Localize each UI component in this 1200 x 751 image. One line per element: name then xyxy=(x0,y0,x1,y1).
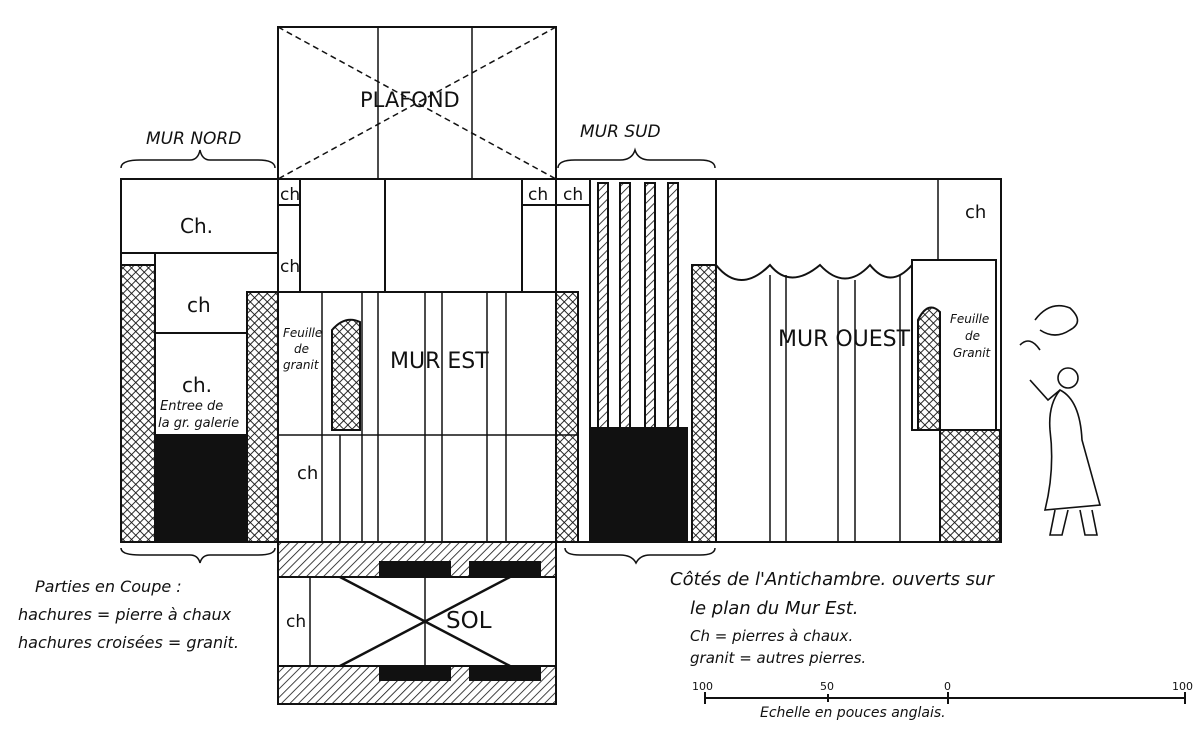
scale-caption: Echelle en pouces anglais. xyxy=(760,705,946,721)
scale-tick-right: 100 xyxy=(1172,680,1193,693)
brace-bottom-right xyxy=(564,547,716,565)
legend-right-4: granit = autres pierres. xyxy=(690,649,866,667)
est-ch-4: ch xyxy=(297,463,318,484)
feuille-ouest-3: Granit xyxy=(953,346,992,360)
mur-nord-label: MUR NORD xyxy=(146,129,241,149)
sud-ch: ch xyxy=(563,185,583,205)
legend-left-2: hachures = pierre à chaux xyxy=(18,605,232,624)
ouest-ch: ch xyxy=(965,202,986,223)
mur-sud-panel xyxy=(555,178,717,543)
mur-est-label: MUR EST xyxy=(390,349,489,374)
entree-line-2: la gr. galerie xyxy=(158,416,239,431)
mur-ouest-label: MUR OUEST xyxy=(778,327,911,352)
est-ch-3: ch xyxy=(528,185,548,205)
nord-ch-entree: ch. xyxy=(182,373,212,397)
scale-tick-mid: 50 xyxy=(820,680,834,693)
scale-bar xyxy=(704,692,1186,704)
est-ch-2: ch xyxy=(280,257,300,277)
mur-est-panel xyxy=(277,178,579,543)
est-ch-1: ch xyxy=(280,185,300,205)
sol-ch: ch xyxy=(286,612,306,632)
legend-left-1: Parties en Coupe : xyxy=(35,577,182,596)
feuille-ouest-2: de xyxy=(965,329,980,343)
sol-label: SOL xyxy=(446,608,492,634)
nord-ch-top: Ch. xyxy=(180,214,213,238)
mur-sud-label: MUR SUD xyxy=(580,122,661,142)
feuille-est-2: de xyxy=(294,342,309,356)
scale-tick-left: 100 xyxy=(692,680,713,693)
brace-mur-nord xyxy=(120,149,276,169)
entree-line-1: Entree de xyxy=(160,399,223,414)
brace-mur-sud xyxy=(557,147,716,169)
legend-right-2: le plan du Mur Est. xyxy=(690,598,859,619)
feuille-est-1: Feuille xyxy=(283,326,322,340)
feuille-est-3: granit xyxy=(283,358,320,372)
explorer-figure xyxy=(1019,304,1102,536)
brace-bottom-left xyxy=(120,547,276,564)
feuille-ouest-1: Feuille xyxy=(950,312,989,326)
mur-ouest-panel xyxy=(715,178,1002,543)
legend-right-1: Côtés de l'Antichambre. ouverts sur xyxy=(670,569,995,590)
nord-ch-mid: ch xyxy=(187,293,211,317)
sol-panel xyxy=(277,541,557,705)
legend-right-3: Ch = pierres à chaux. xyxy=(690,627,853,645)
scale-tick-zero: 0 xyxy=(944,680,951,693)
legend-left-3: hachures croisées = granit. xyxy=(18,633,239,652)
plafond-label: PLAFOND xyxy=(360,88,460,112)
